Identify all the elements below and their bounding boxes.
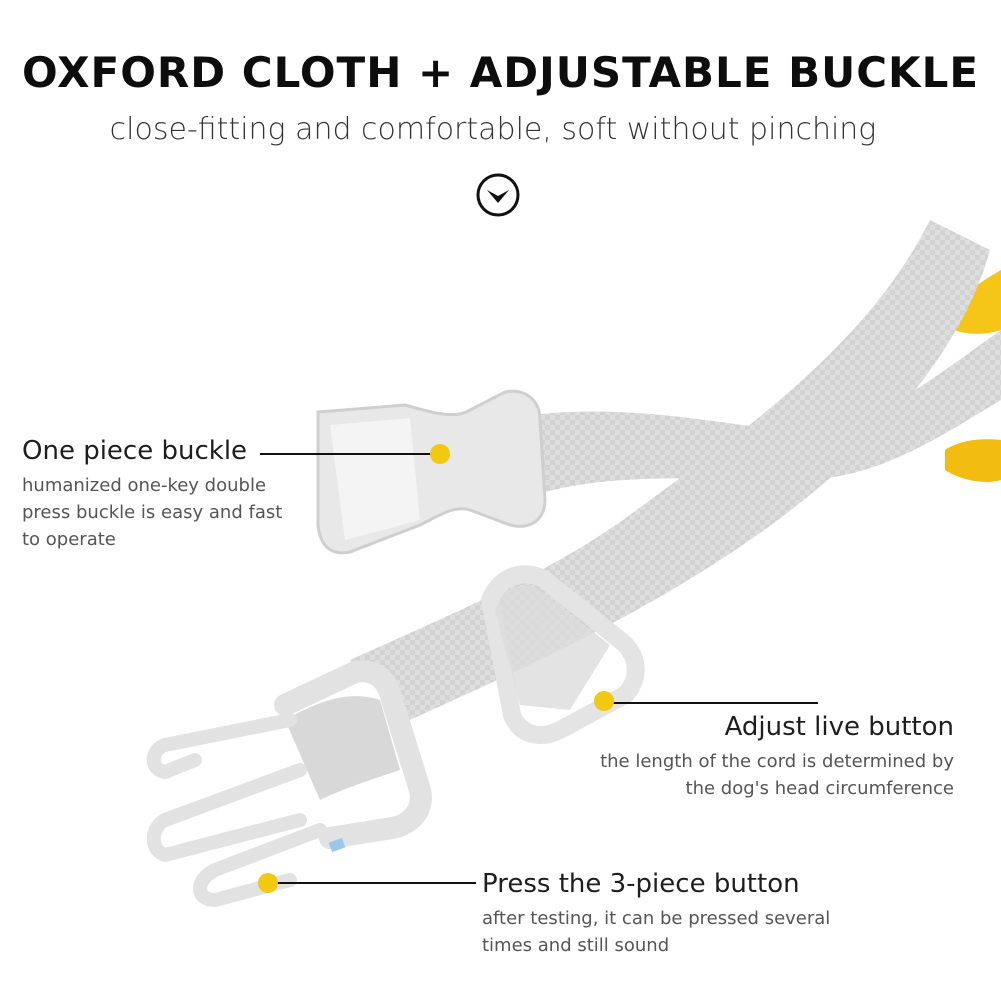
strap-upper [500,330,1001,500]
marker-dot-clip [258,873,278,893]
callout-buckle-text: humanized one-key double press buckle is… [22,475,283,550]
marker-dot-buckle [430,444,450,464]
marker-dot-adjuster [594,691,614,711]
strap-lower [285,696,400,800]
page-subtitle: close-fitting and comfortable, soft with… [109,112,877,147]
callout-adjuster-text: the length of the cord is determined by … [600,751,954,799]
yellow-harness-tip [945,439,1001,482]
callout-clip: Press the 3-piece button after testing, … [482,869,862,959]
callout-buckle: One piece buckle humanized one-key doubl… [22,436,292,553]
female-buckle [316,389,547,555]
callout-buckle-title: One piece buckle [22,436,248,466]
adjuster-slider [480,565,645,744]
callout-clip-title: Press the 3-piece button [482,869,800,899]
clip-blue-tab [328,837,346,853]
chevron-down-circle-icon [476,173,520,217]
callout-clip-text: after testing, it can be pressed several… [482,908,831,956]
page-title: OXFORD CLOTH + ADJUSTABLE BUCKLE [21,48,980,97]
callout-adjuster-title: Adjust live button [724,712,954,742]
callout-adjuster: Adjust live button the length of the cor… [600,712,954,802]
male-clip [146,660,432,907]
